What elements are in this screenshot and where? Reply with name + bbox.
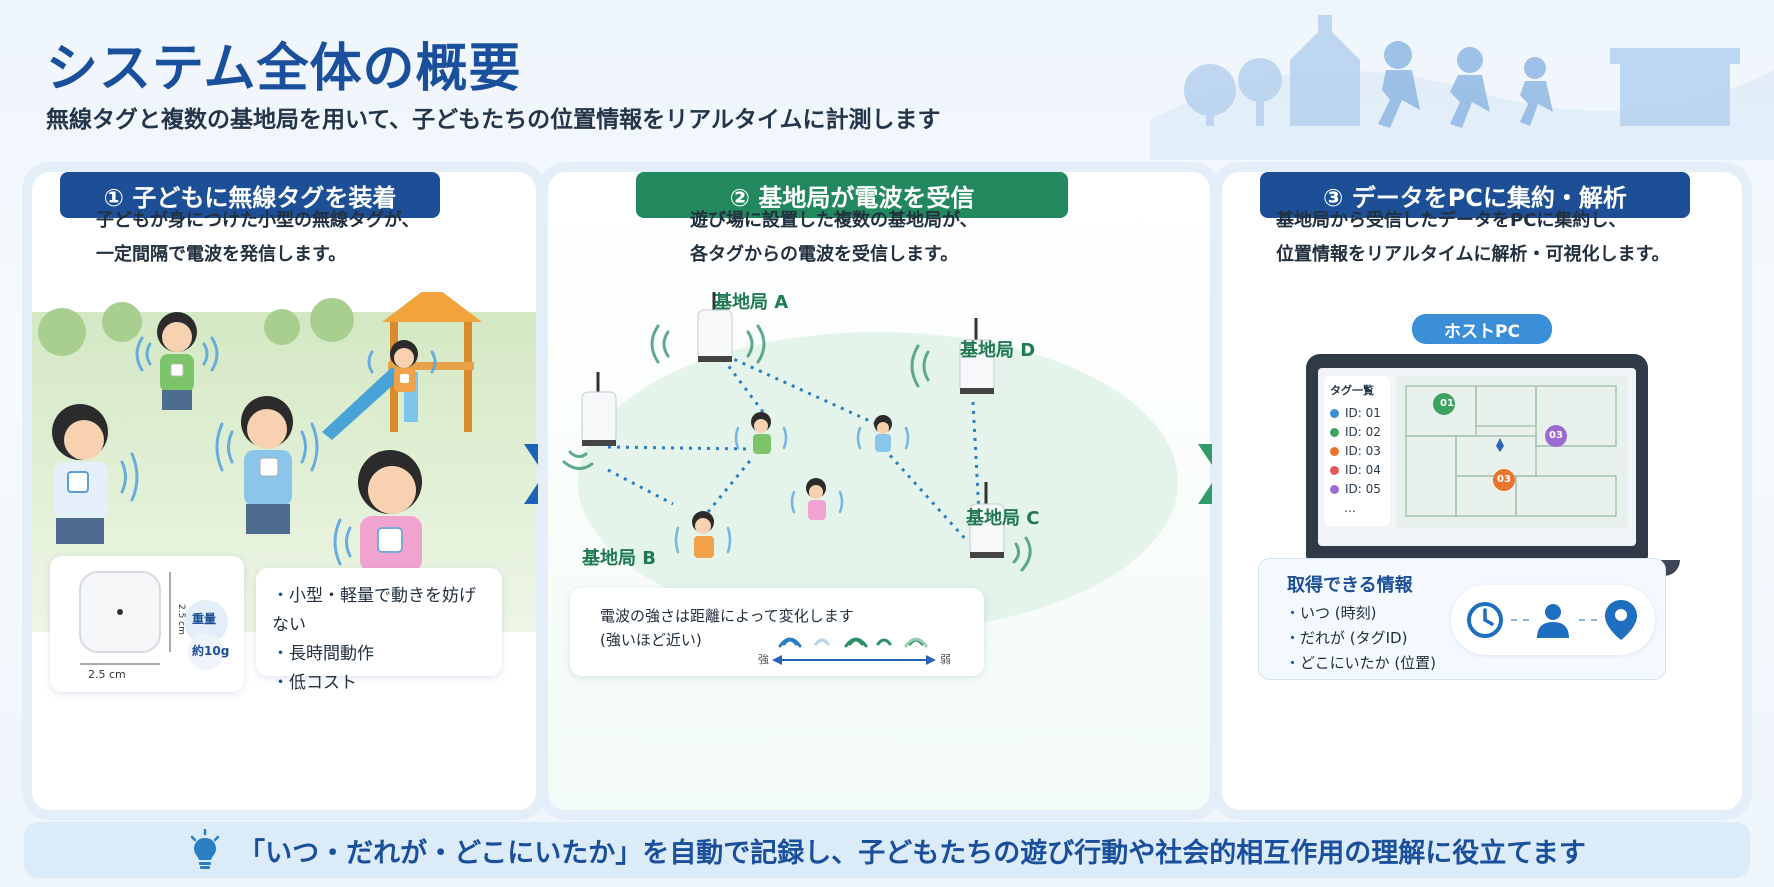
step-3-desc-line: 基地局から受信したデータをPCに集約し、 — [1276, 210, 1627, 231]
step-2-panel: ② 基地局が電波を受信 遊び場に設置した複数の基地局が、 各タグからの電波を受信… — [548, 172, 1210, 810]
header-illustration — [1150, 15, 1774, 160]
acquired-info-card: 取得できる情報 いつ (時刻) だれが (タグID) どこにいたか (位置) — [1258, 558, 1666, 680]
station-label-a: 基地局 A — [714, 292, 789, 313]
step-3-desc-line: 位置情報をリアルタイムに解析・可視化します。 — [1276, 244, 1670, 265]
tag-id: ID: 04 — [1345, 463, 1381, 477]
tag-list-item[interactable]: ID: 01 — [1330, 404, 1384, 423]
step-1-title: ① 子どもに無線タグを装着 — [60, 172, 440, 218]
laptop-screen: タグ一覧 ID: 01 ID: 02 ID: 03 ID: 04 ID: 05 … — [1318, 368, 1636, 546]
map-marker-label: 03 — [1497, 474, 1511, 485]
step-1-desc-line: 一定間隔で電波を発信します。 — [96, 244, 347, 265]
station-d-icon — [959, 318, 995, 394]
tag-list-more: … — [1344, 501, 1356, 515]
tag-features-list: 小型・軽量で動きを妨げない 長時間動作 低コスト — [272, 582, 486, 698]
tag-features-card: 小型・軽量で動きを妨げない 長時間動作 低コスト — [256, 568, 502, 693]
tag-list-item[interactable]: ID: 04 — [1330, 461, 1384, 480]
tag-id: ID: 01 — [1345, 406, 1381, 420]
feature-item: 長時間動作 — [272, 640, 486, 669]
tag-width-label: 2.5 cm — [88, 668, 126, 681]
page-subtitle: 無線タグと複数の基地局を用いて、子どもたちの位置情報をリアルタイムに計測します — [46, 107, 941, 133]
signal-note-text: 電波の強さは距離によって変化します (強いほど近い) — [600, 604, 854, 652]
feature-item: 低コスト — [272, 669, 486, 698]
tag-color-dot — [1330, 466, 1339, 475]
laptop-screen-frame: タグ一覧 ID: 01 ID: 02 ID: 03 ID: 04 ID: 05 … — [1306, 354, 1648, 560]
summary-banner: 「いつ・だれが・どこにいたか」を自動で記録し、子どもたちの遊び行動や社会的相互作… — [24, 822, 1750, 878]
tag-color-dot — [1330, 409, 1339, 418]
connector-dash — [1579, 619, 1597, 621]
info-item: どこにいたか (位置) — [1285, 651, 1436, 676]
info-icons-pill — [1451, 585, 1655, 655]
tag-device-image — [79, 571, 228, 670]
step-1-panel: ① 子どもに無線タグを装着 子どもが身につけた小型の無線タグが、 一定間隔で電波… — [32, 172, 536, 810]
signal-strength-note: 電波の強さは距離によって変化します (強いほど近い) 強 弱 — [570, 588, 984, 676]
tag-color-dot — [1330, 447, 1339, 456]
step-1-description: 子どもが身につけた小型の無線タグが、 一定間隔で電波を発信します。 — [96, 204, 420, 272]
weak-label: 弱 — [940, 653, 951, 666]
tag-list-item[interactable]: ID: 03 — [1330, 442, 1384, 461]
info-item: だれが (タグID) — [1285, 626, 1436, 651]
tag-id: ID: 02 — [1345, 425, 1381, 439]
map-marker-label: 01 — [1440, 398, 1454, 409]
step-2-desc-line: 各タグからの電波を受信します。 — [690, 244, 959, 265]
station-c-icon — [969, 482, 1005, 558]
strong-label: 強 — [758, 653, 769, 666]
station-b-icon — [581, 372, 617, 446]
step-3-title: ③ データをPCに集約・解析 — [1260, 172, 1690, 218]
location-pin-icon — [1605, 600, 1637, 640]
station-label-d: 基地局 D — [960, 340, 1036, 361]
step-3-panel: ③ データをPCに集約・解析 基地局から受信したデータをPCに集約し、 位置情報… — [1222, 172, 1742, 810]
connector-dash — [1511, 619, 1529, 621]
step-1-desc-line: 子どもが身につけた小型の無線タグが、 — [96, 210, 420, 231]
signal-strength-scale — [772, 637, 936, 665]
feature-item: 小型・軽量で動きを妨げない — [272, 582, 486, 640]
person-icon — [1537, 604, 1569, 638]
tag-height-label: 2.5 cm — [176, 604, 186, 635]
step-3-description: 基地局から受信したデータをPCに集約し、 位置情報をリアルタイムに解析・可視化し… — [1276, 204, 1670, 272]
tag-list-item[interactable]: ID: 02 — [1330, 423, 1384, 442]
tag-list-title: タグ一覧 — [1330, 384, 1374, 397]
station-a-icon — [697, 292, 733, 362]
station-label-c: 基地局 C — [966, 508, 1040, 529]
tag-list-panel: タグ一覧 ID: 01 ID: 02 ID: 03 ID: 04 ID: 05 … — [1324, 376, 1390, 526]
step-2-desc-line: 遊び場に設置した複数の基地局が、 — [690, 210, 978, 231]
station-label-b: 基地局 B — [582, 548, 656, 569]
tag-spec-card: 2.5 cm 2.5 cm 重量 約10g — [50, 556, 244, 692]
host-pc-label: ホストPC — [1412, 314, 1552, 344]
info-item: いつ (時刻) — [1285, 601, 1436, 626]
step-2-title: ② 基地局が電波を受信 — [636, 172, 1068, 218]
tag-id: ID: 03 — [1345, 444, 1381, 458]
tag-color-dot — [1330, 485, 1339, 494]
info-title: 取得できる情報 — [1287, 575, 1413, 596]
tag-color-dot — [1330, 428, 1339, 437]
clock-icon — [1467, 602, 1503, 638]
step-2-description: 遊び場に設置した複数の基地局が、 各タグからの電波を受信します。 — [690, 204, 978, 272]
map-marker-label: 03 — [1549, 430, 1563, 441]
tag-id: ID: 05 — [1345, 482, 1381, 496]
station-network-diagram — [562, 292, 1178, 632]
summary-text: 「いつ・だれが・どこにいたか」を自動で記録し、子どもたちの遊び行動や社会的相互作… — [238, 837, 1586, 869]
info-list: いつ (時刻) だれが (タグID) どこにいたか (位置) — [1285, 601, 1436, 676]
weight-label: 重量 — [192, 612, 217, 626]
signal-note-line: (強いほど近い) — [600, 631, 702, 649]
lightbulb-icon — [190, 829, 220, 869]
page-title: システム全体の概要 — [46, 39, 522, 99]
tag-list-item[interactable]: ID: 05 — [1330, 480, 1384, 499]
signal-note-line: 電波の強さは距離によって変化します — [600, 607, 854, 625]
position-map[interactable] — [1396, 376, 1628, 528]
weight-value: 約10g — [192, 644, 230, 658]
